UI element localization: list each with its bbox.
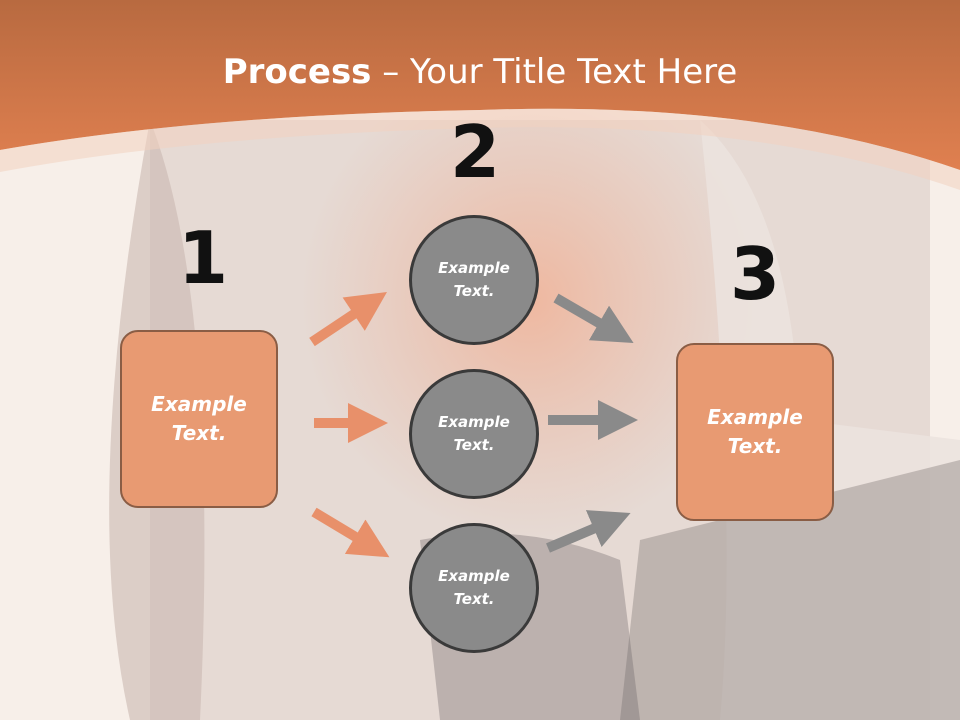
step-number-1: 1 — [178, 216, 229, 300]
title-rest: – Your Title Text Here — [371, 52, 738, 92]
circle-top-label: Example Text. — [438, 259, 510, 300]
arrow-1-to-2a — [309, 292, 387, 347]
circle-bottom: Example Text. — [409, 523, 539, 653]
circle-middle-label: Example Text. — [438, 413, 510, 454]
slide-title: Process – Your Title Text Here — [0, 52, 960, 92]
arrow-1-to-2c — [311, 507, 390, 558]
step-number-3: 3 — [730, 232, 781, 316]
arrow-2a-to-3 — [553, 293, 634, 344]
step-box-1: Example Text. — [120, 330, 278, 508]
header-band — [0, 0, 960, 170]
step-box-3: Example Text. — [676, 343, 834, 521]
title-bold: Process — [222, 52, 372, 92]
step-number-2: 2 — [450, 110, 501, 194]
circle-top: Example Text. — [409, 215, 539, 345]
arrow-2c-to-3 — [546, 510, 631, 553]
circle-bottom-label: Example Text. — [438, 567, 510, 608]
circle-middle: Example Text. — [409, 369, 539, 499]
step-box-1-label: Example Text. — [151, 392, 247, 445]
step-box-3-label: Example Text. — [707, 405, 803, 458]
